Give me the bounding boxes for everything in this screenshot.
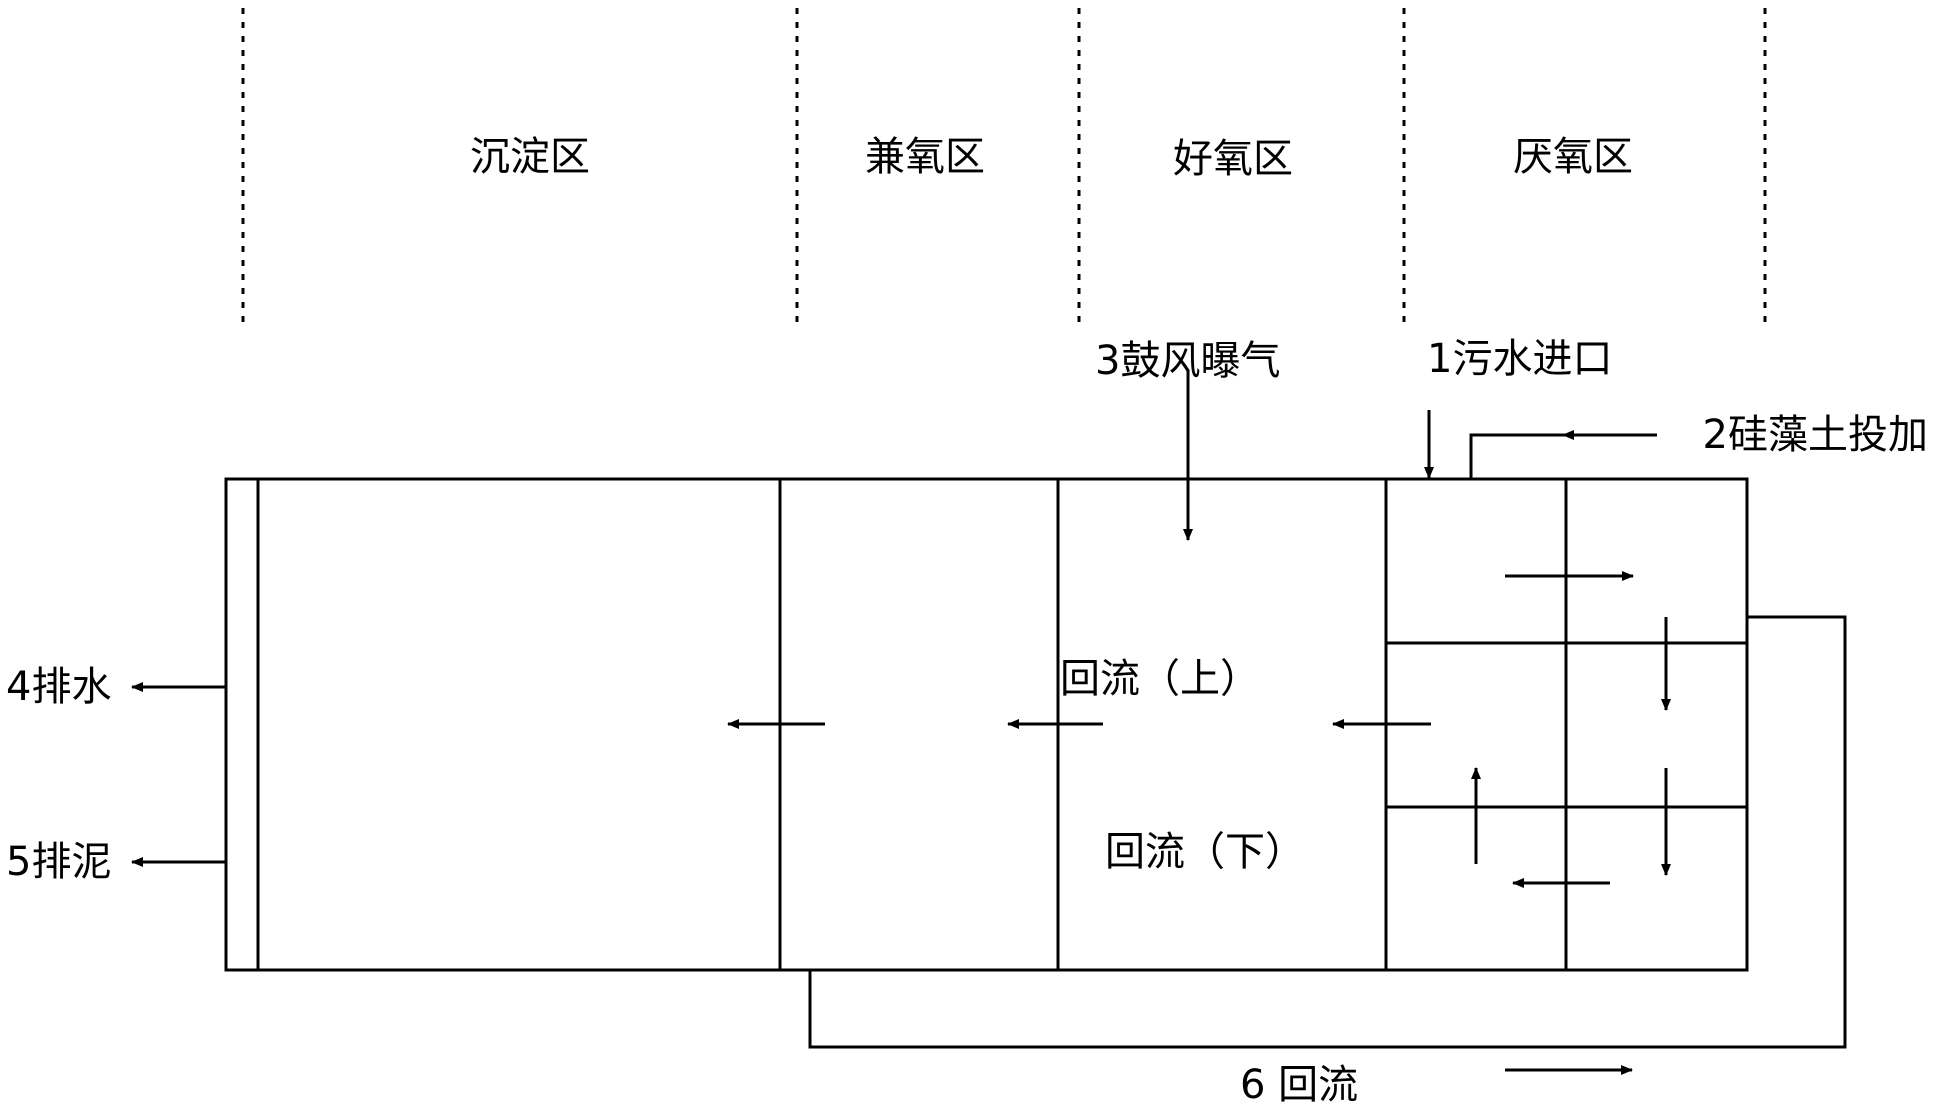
sewage-inlet-label: 1污水进口: [1427, 336, 1612, 382]
drain-sludge-label: 5排泥: [6, 839, 111, 885]
zone-dividers: [241, 8, 1767, 330]
diatomite-label: 2硅藻土投加: [1703, 412, 1928, 458]
zone-label-sedimentation: 沉淀区: [470, 134, 590, 180]
tank: [224, 477, 1749, 972]
return-flow-label: 6 回流: [1240, 1062, 1358, 1108]
zone-label-aerobic: 好氧区: [1173, 136, 1293, 182]
reflux-upper-label: 回流（上）: [1060, 656, 1260, 702]
aeration-label: 3鼓风曝气: [1095, 338, 1280, 384]
zone-label-anaerobic: 厌氧区: [1513, 134, 1633, 180]
return-flow-line: [808, 615, 1847, 1049]
drain-water-label: 4排水: [6, 664, 111, 710]
zone-label-anoxic: 兼氧区: [865, 134, 985, 180]
reflux-lower-label: 回流（下）: [1105, 829, 1305, 875]
diatomite-feed-pipe: [1469, 433, 1650, 479]
tank-outline: [224, 477, 1749, 972]
